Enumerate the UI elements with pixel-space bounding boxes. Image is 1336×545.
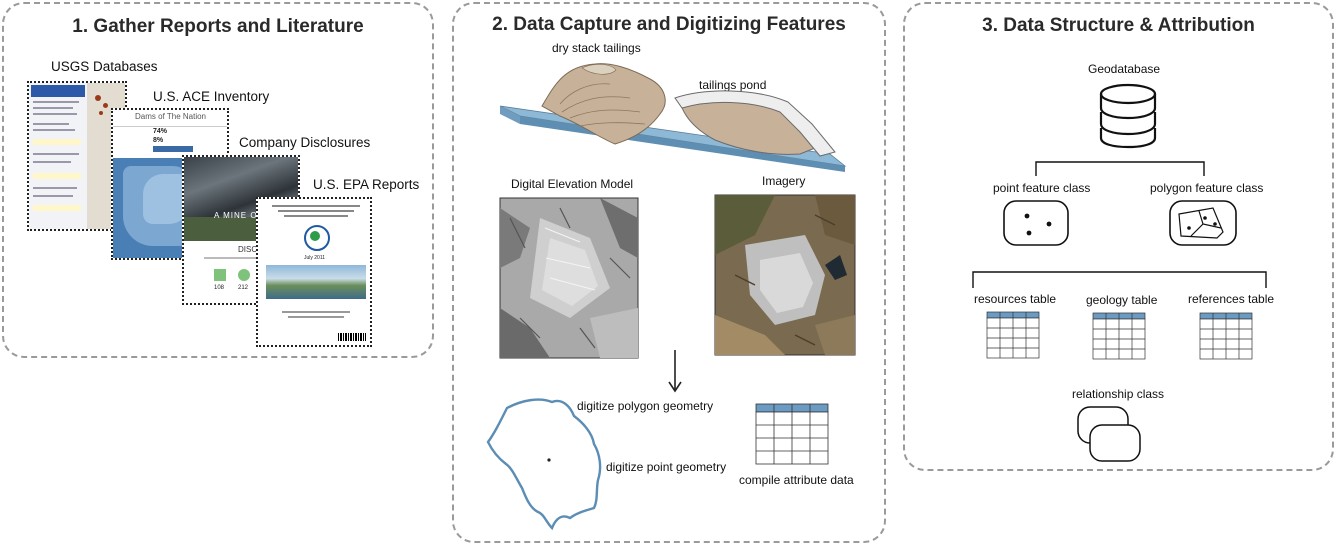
digitized-point — [547, 458, 551, 462]
panel-title: 2. Data Capture and Digitizing Features — [492, 14, 846, 35]
company-count-2: 212 — [238, 285, 249, 291]
dry-stack-label: dry stack tailings — [552, 41, 641, 55]
dem-hillshade-image — [499, 197, 639, 359]
company-disclosures-label: Company Disclosures — [239, 135, 371, 150]
point-feature-class-label: point feature class — [993, 181, 1091, 195]
polygon-feature-class-icon — [1169, 200, 1237, 246]
resources-table-icon — [986, 311, 1040, 359]
references-table-icon — [1199, 312, 1253, 360]
tailings-block-diagram — [499, 63, 847, 172]
tailings-pond-rim — [674, 90, 836, 157]
satellite-imagery — [714, 194, 856, 356]
company-count-1: 108 — [214, 285, 225, 291]
panel-title: 3. Data Structure & Attribution — [982, 15, 1255, 36]
epa-report-screenshot: July 2011 — [256, 197, 372, 347]
dry-stack-top — [581, 64, 617, 75]
ace-inventory-screenshot: Dams of The Nation 74% 8% — [111, 108, 229, 260]
ace-header-text: Dams of The Nation — [135, 112, 206, 121]
feature-class-connector — [1035, 161, 1205, 176]
panel-gather-reports: 1. Gather Reports and Literature USGS Da… — [2, 2, 434, 358]
polygon-feature-class-label: polygon feature class — [1150, 181, 1264, 195]
geology-table-label: geology table — [1086, 293, 1158, 307]
digitized-polygon-outline — [486, 398, 602, 531]
digitize-point-label: digitize point geometry — [606, 460, 727, 474]
water-side — [500, 106, 520, 124]
tailings-pond-label: tailings pond — [699, 78, 767, 92]
epa-report-date: July 2011 — [304, 255, 326, 261]
panel-data-capture: 2. Data Capture and Digitizing Features … — [452, 2, 886, 543]
compile-attribute-label: compile attribute data — [739, 473, 854, 487]
relationship-class-label: relationship class — [1072, 387, 1165, 401]
geology-table-icon — [1092, 312, 1146, 360]
usgs-database-screenshot — [27, 81, 127, 231]
ace-inventory-label: U.S. ACE Inventory — [153, 89, 270, 104]
dem-label: Digital Elevation Model — [511, 177, 634, 191]
point-feature-class-icon — [1003, 200, 1069, 246]
references-table-label: references table — [1188, 292, 1275, 306]
attribute-table-icon — [755, 403, 829, 465]
ace-stat-2: 8% — [153, 137, 164, 144]
panel-title: 1. Gather Reports and Literature — [72, 16, 364, 37]
epa-reports-label: U.S. EPA Reports — [313, 177, 420, 192]
imagery-label: Imagery — [762, 174, 806, 188]
database-icon — [1099, 83, 1157, 149]
geodatabase-label: Geodatabase — [1088, 62, 1161, 76]
resources-table-label: resources table — [974, 292, 1057, 306]
relationship-class-icon — [1077, 406, 1141, 462]
company-banner-text: A MINE OF IN — [214, 211, 277, 220]
usgs-databases-label: USGS Databases — [51, 59, 158, 74]
panel-data-structure: 3. Data Structure & Attribution Geodatab… — [903, 2, 1334, 471]
dry-stack-mound — [541, 63, 666, 145]
digitize-polygon-label: digitize polygon geometry — [577, 399, 714, 413]
ace-stat-1: 74% — [153, 128, 168, 135]
tables-connector — [972, 271, 1267, 288]
down-arrow-icon — [668, 350, 682, 393]
